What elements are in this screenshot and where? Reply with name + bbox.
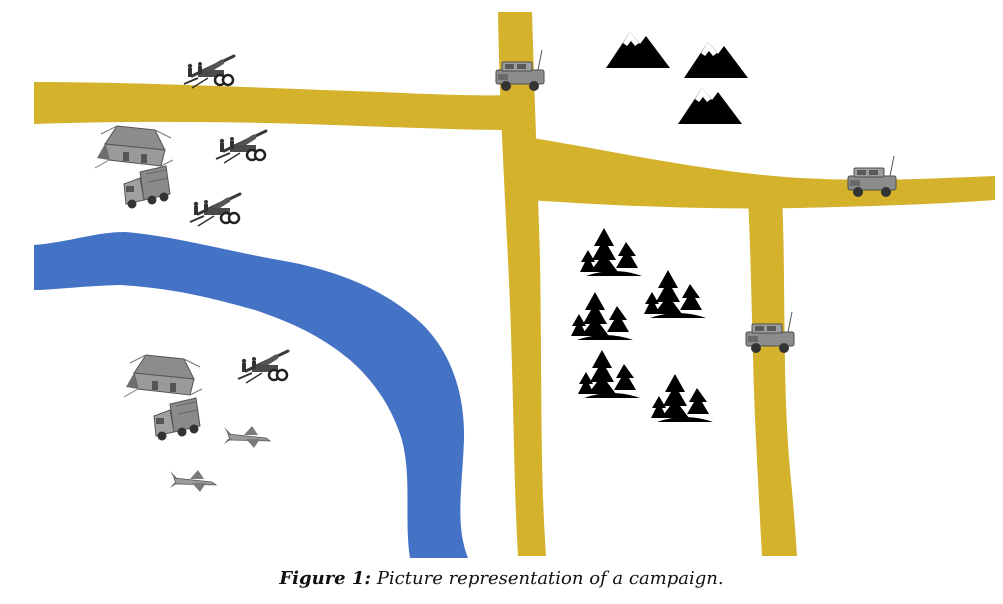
artillery-icon: [238, 351, 288, 383]
trees-icon: [571, 292, 633, 340]
road-north-south: [498, 12, 546, 556]
artillery-icon: [190, 194, 240, 226]
caption-text: Picture representation of a campaign.: [376, 568, 724, 589]
tent-icon: [94, 125, 174, 169]
mountain-icon: [606, 32, 670, 68]
plane-icon: [169, 469, 217, 493]
figure-caption: Figure 1: Picture representation of a ca…: [0, 568, 1003, 589]
trees-icon: [651, 374, 713, 422]
truck-icon: [123, 165, 171, 209]
caption-label: Figure 1:: [279, 568, 372, 589]
river: [34, 232, 468, 558]
truck-icon: [153, 397, 201, 441]
artillery-icon: [216, 131, 266, 163]
mountain-range: [606, 32, 748, 124]
trees-icon: [578, 350, 640, 398]
trees-icon: [644, 270, 706, 318]
mountain-icon: [684, 42, 748, 78]
road-south-branch: [748, 196, 797, 556]
aircraft: [169, 425, 271, 493]
artillery-icon: [184, 56, 234, 88]
mountain-icon: [678, 88, 742, 124]
campaign-map: [34, 12, 995, 558]
plane-icon: [223, 425, 271, 449]
road-west: [34, 82, 505, 130]
forest: [571, 228, 713, 422]
trees-icon: [580, 228, 642, 276]
supply-trucks: [123, 165, 201, 441]
tent-icon: [123, 354, 203, 398]
